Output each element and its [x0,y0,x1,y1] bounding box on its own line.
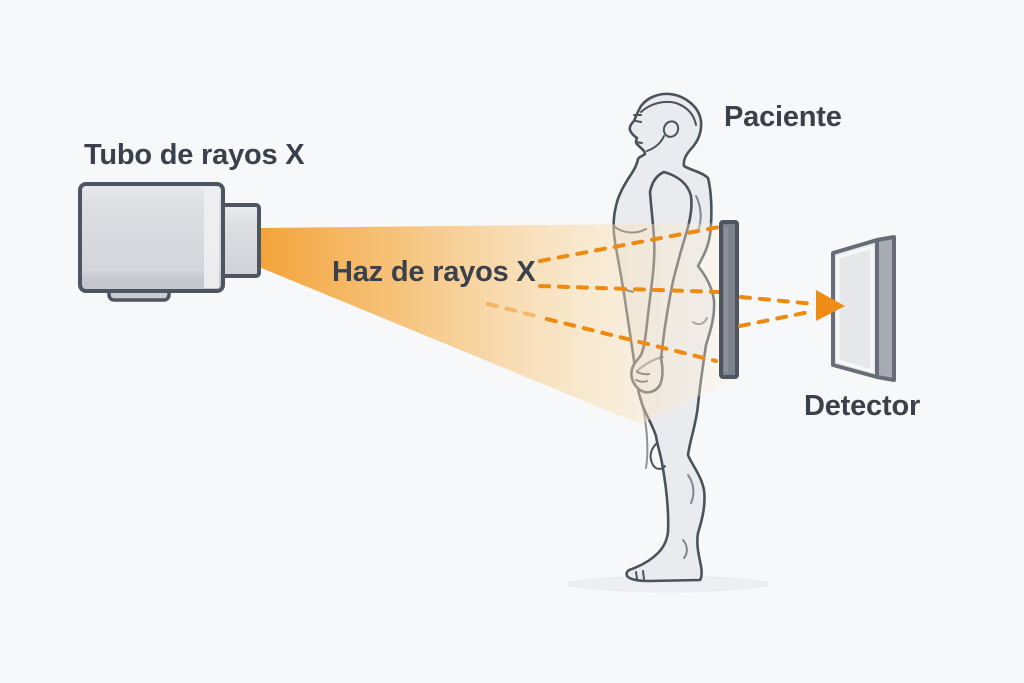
detector-panel [831,235,896,382]
calf-line [687,474,695,504]
xray-tube [78,182,261,302]
toe-line-2 [642,570,645,580]
xray-beam-cone [259,223,740,424]
ray-top [538,225,721,263]
ray-converge-top [739,295,816,306]
toe-line-1 [635,571,638,580]
detector-face [831,238,879,379]
tube-housing [78,182,225,293]
detector-face-highlight [836,245,874,373]
image-plate [719,220,739,379]
detector-side [875,235,896,382]
beam-arrowhead-icon [816,290,845,321]
tube-highlight-band [204,187,219,288]
hairline [640,100,697,126]
eye [635,120,642,123]
plate-highlight [724,227,728,372]
ray-bottom [545,317,718,363]
beam-label: Haz de rayos X [332,256,536,288]
ear [662,120,680,138]
mouth [635,141,643,144]
knee-line [649,443,666,470]
detector-label: Detector [804,390,921,422]
ankle-line [682,539,688,559]
jaw-line [646,135,665,152]
tube-label: Tubo de rayos X [84,139,305,171]
xray-rays-converging [738,295,816,328]
ray-converge-bottom [738,309,816,328]
ray-bottom-faint [486,302,538,318]
floor-shadow [566,575,770,593]
tube-snout [219,203,261,278]
ray-middle [538,284,720,294]
patient-label: Paciente [724,101,842,133]
xray-rays-diverging [486,225,721,363]
